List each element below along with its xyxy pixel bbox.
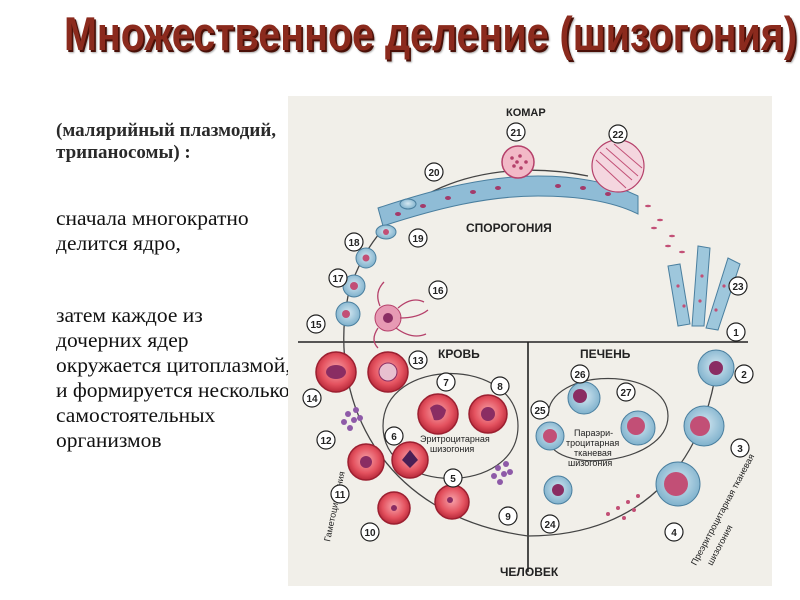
stage-badge-9: 9 bbox=[498, 506, 518, 526]
stage-badge-24: 24 bbox=[540, 514, 560, 534]
stage-badge-25: 25 bbox=[530, 400, 550, 420]
svg-text:21: 21 bbox=[510, 128, 522, 139]
svg-text:25: 25 bbox=[534, 406, 546, 417]
svg-text:13: 13 bbox=[412, 356, 424, 367]
stage-badge-21: 21 bbox=[506, 122, 526, 142]
label-erythro-1: Эритроцитарная bbox=[420, 434, 490, 444]
svg-text:23: 23 bbox=[732, 282, 744, 293]
released-sporozoites bbox=[645, 204, 685, 254]
stage-badge-26: 26 bbox=[570, 364, 590, 384]
liver-merozoite-spray bbox=[606, 494, 640, 520]
stage-badge-8: 8 bbox=[490, 376, 510, 396]
svg-text:6: 6 bbox=[391, 432, 397, 443]
label-liver: ПЕЧЕНЬ bbox=[580, 347, 631, 361]
label-blood: КРОВЬ bbox=[438, 347, 480, 361]
stage-badge-13: 13 bbox=[408, 350, 428, 370]
liver-cells bbox=[535, 349, 735, 507]
blood-red-cells bbox=[315, 351, 508, 525]
stage-badge-4: 4 bbox=[664, 522, 684, 542]
label-sporogony: СПОРОГОНИЯ bbox=[466, 221, 552, 235]
svg-text:4: 4 bbox=[671, 528, 677, 539]
mosquito-gut-epithelium bbox=[377, 175, 639, 227]
label-human: ЧЕЛОВЕК bbox=[500, 565, 559, 579]
stage-badge-1: 1 bbox=[726, 322, 746, 342]
svg-text:2: 2 bbox=[741, 370, 747, 381]
stage-badge-10: 10 bbox=[360, 522, 380, 542]
stage-badge-19: 19 bbox=[408, 228, 428, 248]
epithelium-nuclei bbox=[395, 184, 611, 216]
stage-badge-12: 12 bbox=[316, 430, 336, 450]
svg-text:20: 20 bbox=[428, 168, 440, 179]
stage-badge-11: 11 bbox=[330, 484, 350, 504]
label-para-1: Параэри- bbox=[574, 428, 613, 438]
paragraph-nucleus-division: сначала многократно делится ядро, bbox=[56, 206, 249, 255]
svg-text:7: 7 bbox=[443, 378, 449, 389]
stage-badge-14: 14 bbox=[302, 388, 322, 408]
svg-text:26: 26 bbox=[574, 370, 586, 381]
svg-text:14: 14 bbox=[306, 394, 318, 405]
page-title: Множественное деление (шизогония) bbox=[64, 7, 797, 60]
svg-text:9: 9 bbox=[505, 512, 511, 523]
label-para-2: троцитарная bbox=[566, 438, 619, 448]
paragraph-organism-formation: затем каждое из дочерних ядер окружается… bbox=[56, 303, 291, 452]
stage-badge-22: 22 bbox=[608, 124, 628, 144]
svg-text:19: 19 bbox=[412, 234, 424, 245]
stage-badge-6: 6 bbox=[384, 426, 404, 446]
label-para-4: шизогония bbox=[568, 458, 612, 468]
stage-badge-3: 3 bbox=[730, 438, 750, 458]
subtitle: (малярийный плазмодий, трипаносомы) : bbox=[56, 120, 277, 163]
merozoite-clusters bbox=[341, 407, 513, 485]
svg-text:12: 12 bbox=[320, 436, 332, 447]
svg-text:27: 27 bbox=[620, 388, 632, 399]
gland-sporozoites bbox=[676, 274, 726, 312]
stage-badge-2: 2 bbox=[734, 364, 754, 384]
svg-text:17: 17 bbox=[332, 274, 344, 285]
svg-text:10: 10 bbox=[364, 528, 376, 539]
label-para-3: тканевая bbox=[574, 448, 612, 458]
stage-badge-23: 23 bbox=[728, 276, 748, 296]
svg-text:15: 15 bbox=[310, 320, 322, 331]
svg-text:11: 11 bbox=[335, 490, 346, 501]
stage-badge-7: 7 bbox=[436, 372, 456, 392]
stage-badge-27: 27 bbox=[616, 382, 636, 402]
plasmodium-life-cycle-diagram: КОМАР СПОРОГОНИЯ КРОВЬ ПЕЧЕНЬ ЧЕЛОВЕК Эр… bbox=[288, 96, 772, 586]
stage-badge-20: 20 bbox=[424, 162, 444, 182]
stage-badge-16: 16 bbox=[428, 280, 448, 300]
svg-text:1: 1 bbox=[733, 328, 739, 339]
svg-text:3: 3 bbox=[737, 444, 743, 455]
zygote-chain bbox=[335, 198, 417, 327]
salivary-gland bbox=[667, 245, 741, 331]
svg-text:22: 22 bbox=[612, 130, 624, 141]
label-erythro-2: шизогония bbox=[430, 444, 474, 454]
oocyst-sporozoites bbox=[510, 154, 528, 170]
stage-badge-15: 15 bbox=[306, 314, 326, 334]
svg-text:16: 16 bbox=[432, 286, 444, 297]
label-mosquito: КОМАР bbox=[506, 107, 546, 119]
svg-text:24: 24 bbox=[544, 520, 556, 531]
svg-text:8: 8 bbox=[497, 382, 503, 393]
stage-badge-5: 5 bbox=[443, 468, 463, 488]
stage-badge-18: 18 bbox=[344, 232, 364, 252]
oocyst-stripes bbox=[595, 143, 643, 189]
svg-text:18: 18 bbox=[348, 238, 360, 249]
stage-badge-17: 17 bbox=[328, 268, 348, 288]
exflagellating-gametocyte bbox=[373, 281, 429, 349]
svg-text:5: 5 bbox=[450, 474, 456, 485]
